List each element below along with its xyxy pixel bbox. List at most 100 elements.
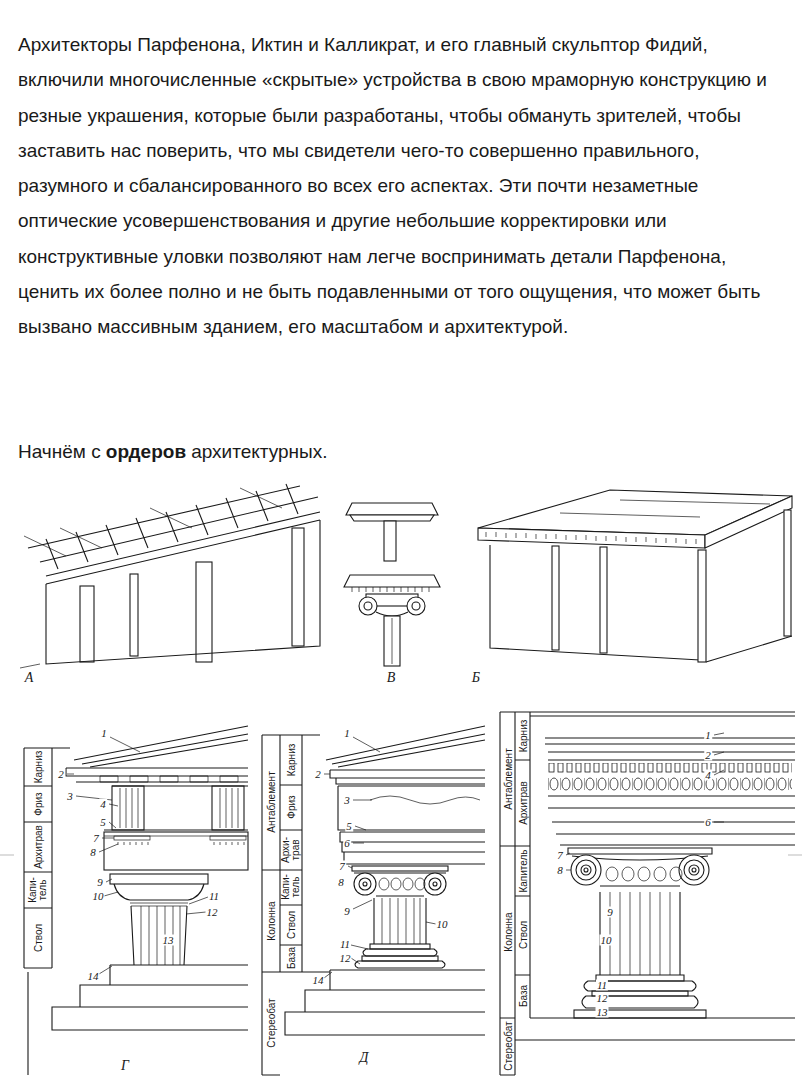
callout-number: 1	[343, 728, 351, 739]
order-part-name: Фриз	[33, 792, 44, 815]
callout-number-text: 2	[57, 769, 65, 780]
paragraph-text: Архитекторы Парфенона, Иктин и Калликрат…	[18, 27, 788, 345]
order-part-label: Карниз	[33, 751, 44, 784]
callout-number: 1	[100, 728, 108, 739]
callout-number-text: 10	[436, 919, 449, 930]
order-part-name: Капи- тель	[28, 877, 48, 903]
order-part-name: Архи- трав	[281, 837, 301, 863]
order-part-label: Карниз	[286, 744, 297, 777]
order-part-name: Капи- тель	[281, 874, 301, 900]
order-part-name: База	[517, 985, 528, 1007]
figure-letter-text: А	[24, 671, 35, 685]
order-part-label: Ствол	[517, 921, 528, 949]
callout-number: 2	[314, 769, 322, 780]
callout-number: 7	[338, 861, 346, 872]
callout-number-text: 1	[704, 730, 712, 741]
intro-text: Начнём с	[18, 437, 101, 467]
portico-figure-b	[478, 490, 792, 662]
callout-number: 5	[99, 817, 107, 828]
callout-number-text: 1	[100, 728, 108, 739]
order-part-name: Стереобат	[266, 998, 277, 1047]
order-part-name: Капитель	[517, 849, 528, 892]
order-part-name: Колонна	[502, 912, 513, 951]
callout-number: 8	[337, 877, 345, 888]
callout-number-text: 4	[99, 799, 107, 810]
callout-number: 8	[556, 865, 564, 876]
callout-number: 11	[339, 939, 351, 950]
callout-number-text: 14	[87, 971, 100, 982]
callout-number-text: 8	[89, 847, 97, 858]
callout-number-text: 11	[208, 891, 220, 902]
order-part-name: Колонна	[266, 901, 277, 940]
callout-number-text: 5	[345, 821, 353, 832]
callout-number-text: 8	[337, 877, 345, 888]
callout-number: 13	[596, 1007, 609, 1018]
callout-number-text: 10	[600, 935, 613, 946]
order-part-label: Колонна	[266, 901, 277, 940]
figure-letter-text: Г	[120, 1059, 130, 1073]
order-part-label: Архитрав	[33, 825, 44, 869]
order-part-name: Архитрав	[517, 781, 528, 825]
doric-order	[24, 726, 248, 1075]
callout-number: 12	[339, 953, 352, 964]
callout-number: 10	[436, 919, 449, 930]
callout-number: 2	[57, 769, 65, 780]
order-part-label: Антаблемент	[502, 748, 513, 809]
intro-bold-word: ордеров	[106, 437, 186, 467]
callout-number-text: 3	[66, 791, 74, 802]
callout-number: 11	[596, 980, 608, 991]
order-part-label: Стереобат	[266, 998, 277, 1047]
callout-number: 9	[343, 906, 351, 917]
order-part-name: Карниз	[33, 751, 44, 784]
callout-number-text: 13	[162, 935, 175, 946]
figure-letter-text: Д	[359, 1051, 370, 1065]
order-part-label: Фриз	[286, 795, 297, 818]
callout-number-text: 9	[343, 906, 351, 917]
callout-number-text: 11	[339, 939, 351, 950]
callout-number-text: 2	[314, 769, 322, 780]
callout-number-text: 10	[92, 891, 105, 902]
figure-letter: Д	[359, 1051, 370, 1065]
order-part-label: База	[517, 985, 528, 1007]
callout-number: 10	[600, 935, 613, 946]
order-part-label: Ствол	[286, 911, 297, 939]
callout-number: 14	[87, 971, 100, 982]
callout-number-text: 11	[596, 980, 608, 991]
order-part-label: Фриз	[33, 792, 44, 815]
callout-number-text: 6	[704, 817, 712, 828]
callout-number: 1	[704, 730, 712, 741]
callout-number-text: 9	[96, 877, 104, 888]
order-part-label: Архи- трав	[281, 837, 301, 863]
callout-number: 3	[343, 795, 351, 806]
callout-number: 2	[704, 750, 712, 761]
intro-line: Начнём сордеровархитектурных.	[18, 437, 333, 467]
order-part-name: Антаблемент	[502, 748, 513, 809]
callout-number: 10	[92, 891, 105, 902]
callout-number-text: 8	[556, 865, 564, 876]
callout-number: 13	[162, 935, 175, 946]
order-part-name: Стереобат	[502, 1021, 513, 1070]
callout-number: 5	[345, 821, 353, 832]
intro-text: архитектурных.	[191, 437, 327, 467]
order-part-name: Ствол	[33, 924, 44, 952]
callout-number: 7	[92, 833, 100, 844]
order-part-name: Ствол	[286, 911, 297, 939]
figure-letter-text: Б	[471, 671, 481, 685]
callout-number-text: 13	[596, 1007, 609, 1018]
callout-number-text: 7	[92, 833, 100, 844]
capital-figure-b	[344, 503, 440, 666]
callout-number: 4	[704, 770, 712, 781]
figure-letter: Г	[120, 1059, 130, 1073]
callout-number-text: 14	[312, 975, 325, 986]
ionic-order	[262, 726, 485, 1075]
body-paragraph: Архитекторы Парфенона, Иктин и Калликрат…	[18, 27, 788, 345]
order-part-label: Капи- тель	[28, 877, 48, 903]
callout-number-text: 6	[343, 838, 351, 849]
order-part-label: База	[286, 947, 297, 969]
order-part-label: Антаблемент	[266, 771, 277, 832]
order-part-label: Архитрав	[517, 781, 528, 825]
callout-number-text: 1	[343, 728, 351, 739]
callout-number-text: 12	[339, 953, 352, 964]
